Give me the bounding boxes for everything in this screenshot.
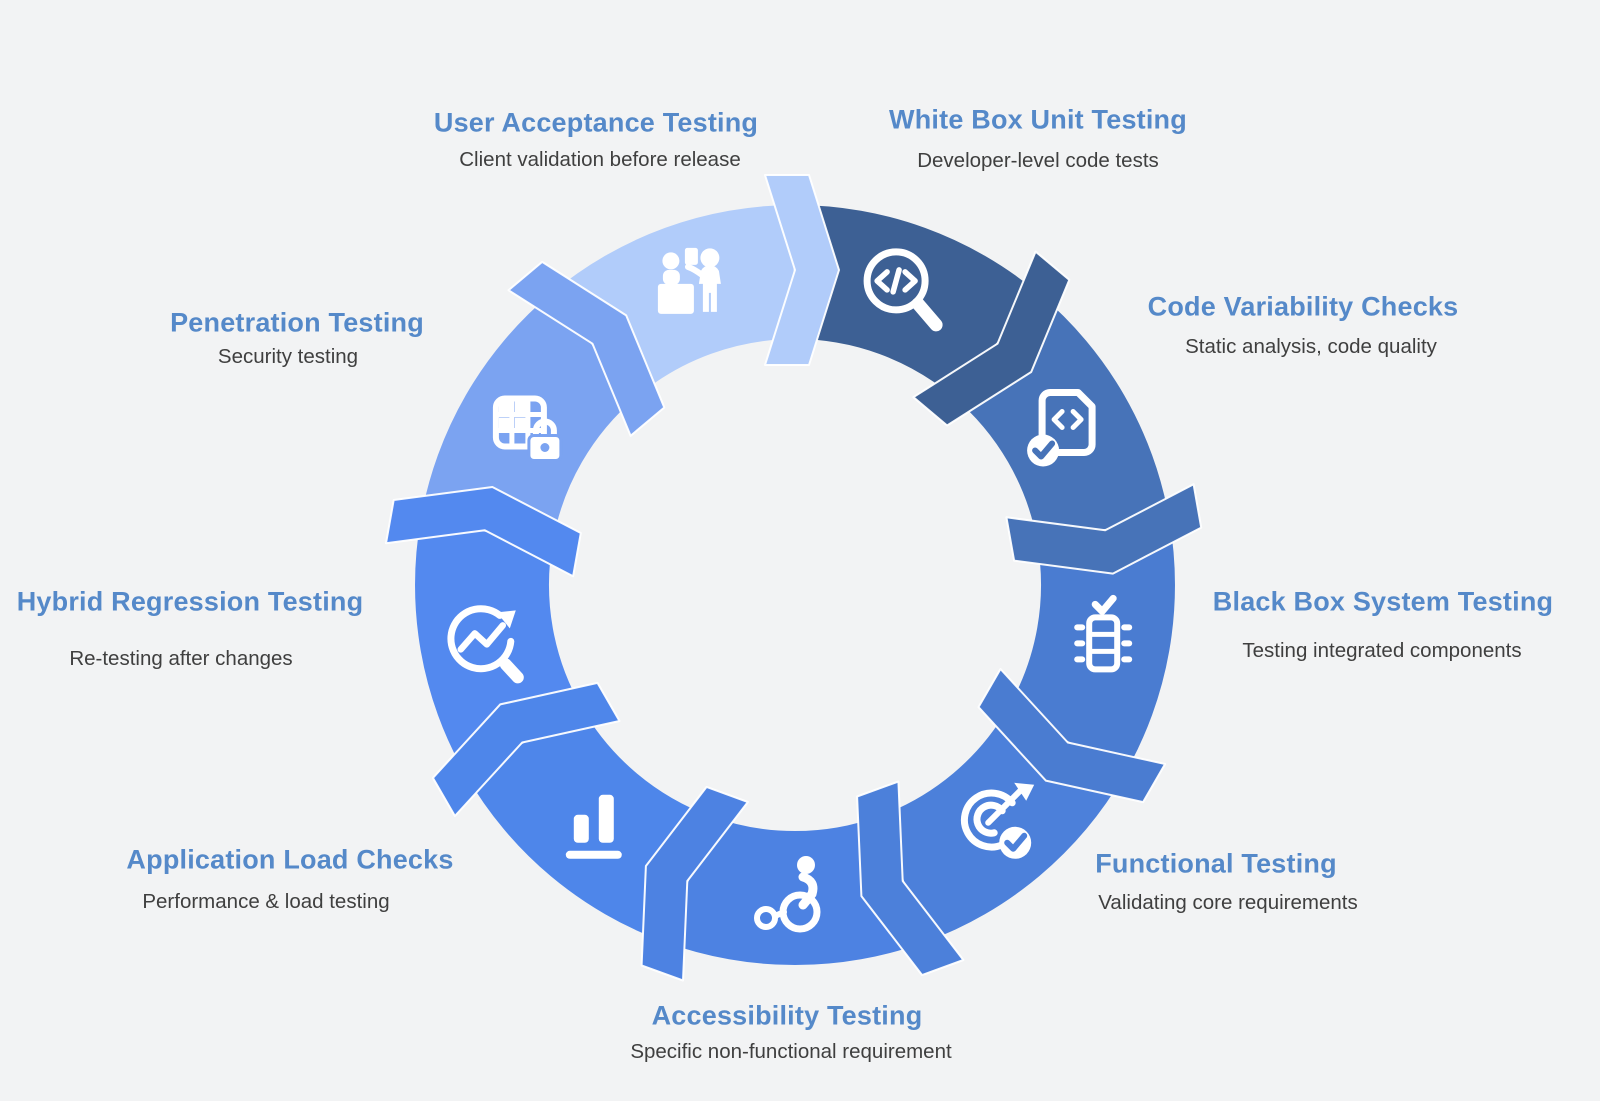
segment-subtitle-application-load-checks: Performance & load testing <box>142 890 390 913</box>
segment-chevron-code-variability-checks <box>1005 483 1203 575</box>
client-validation-icon <box>657 247 721 314</box>
segment-chevron-functional-testing <box>856 780 965 977</box>
segment-subtitle-white-box-unit-testing: Developer-level code tests <box>917 149 1159 172</box>
segment-chevron-white-box-unit-testing <box>912 250 1071 427</box>
segment-subtitle-code-variability-checks: Static analysis, code quality <box>1185 335 1437 358</box>
segment-title-white-box-unit-testing: White Box Unit Testing <box>889 104 1187 135</box>
segment-title-black-box-system-testing: Black Box System Testing <box>1212 586 1554 617</box>
segment-subtitle-user-acceptance-testing: Client validation before release <box>459 148 741 171</box>
bar-chart-icon <box>565 794 622 859</box>
component-check-icon <box>1074 594 1133 673</box>
segment-subtitle-hybrid-regression-testing: Re-testing after changes <box>69 647 293 670</box>
segment-title-user-acceptance-testing: User Acceptance Testing <box>433 107 759 138</box>
segment-chevron-hybrid-regression-testing <box>385 486 582 578</box>
segment-title-hybrid-regression-testing: Hybrid Regression Testing <box>16 586 364 617</box>
trend-search-icon <box>447 605 524 684</box>
segment-subtitle-penetration-testing: Security testing <box>217 345 359 368</box>
segment-subtitle-black-box-system-testing: Testing integrated components <box>1242 639 1522 662</box>
code-file-check-icon <box>1027 389 1096 467</box>
segment-title-functional-testing: Functional Testing <box>1095 848 1337 879</box>
segment-chevron-penetration-testing <box>507 260 666 437</box>
segment-title-code-variability-checks: Code Variability Checks <box>1147 291 1459 322</box>
grid-lock-icon <box>492 395 563 462</box>
segment-subtitle-accessibility-testing: Specific non-functional requirement <box>630 1040 952 1063</box>
target-check-icon <box>961 782 1035 859</box>
wheelchair-icon <box>754 856 821 933</box>
segment-chevron-user-acceptance-testing <box>764 174 840 366</box>
segment-title-accessibility-testing: Accessibility Testing <box>651 1000 923 1031</box>
segment-title-application-load-checks: Application Load Checks <box>126 844 454 875</box>
segment-title-penetration-testing: Penetration Testing <box>170 307 424 338</box>
segment-chevron-accessibility-testing <box>640 785 749 982</box>
segment-chevron-application-load-checks <box>431 681 621 817</box>
segment-subtitle-functional-testing: Validating core requirements <box>1098 891 1358 914</box>
segment-chevron-black-box-system-testing <box>977 668 1167 804</box>
code-search-icon <box>863 248 943 332</box>
